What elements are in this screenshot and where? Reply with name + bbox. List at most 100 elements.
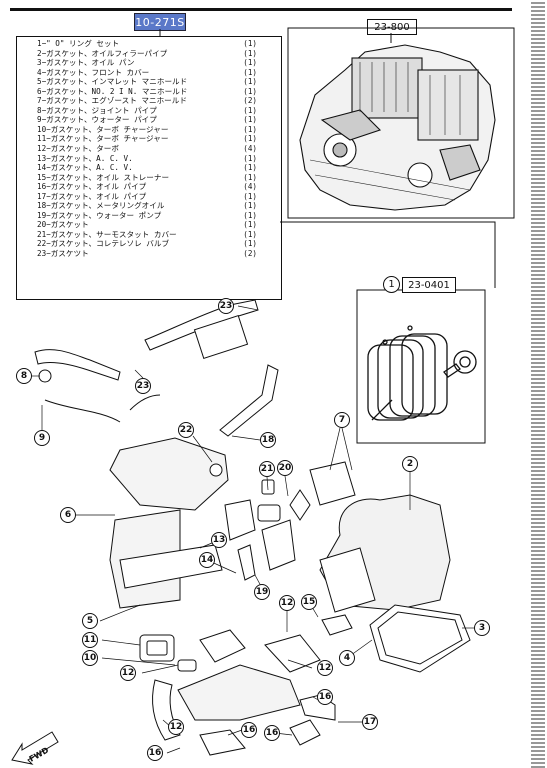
parts-list-row: 20−ガスケット(1) [17, 220, 281, 230]
part-qty: (2) [243, 96, 257, 106]
part-qty: (1) [243, 67, 257, 77]
parts-list-row: 2−ガスケット、オイルフィラーパイプ(1) [17, 49, 281, 59]
header-rule [10, 8, 512, 11]
parts-list-row: 14−ガスケット、A. C. V. (1) [17, 163, 281, 173]
callout-12[interactable]: 12 [168, 719, 184, 735]
part-qty: (1) [243, 163, 257, 173]
page-edge-border [531, 0, 545, 768]
subassembly-callout[interactable]: 1 [383, 276, 400, 293]
parts-list-row: 10−ガスケット、ターボ チャージャー (1) [17, 125, 281, 135]
part-qty: (1) [243, 172, 257, 182]
part-label: 2−ガスケット、オイルフィラーパイプ [37, 48, 168, 58]
part-qty: (1) [243, 153, 257, 163]
part-label: 19−ガスケット、ウォーター ポンプ [37, 210, 162, 220]
callout-17[interactable]: 17 [362, 714, 378, 730]
part-label: 3−ガスケット、オイル パン [37, 58, 135, 68]
parts-list-row: 13−ガスケット、A. C. V.(1) [17, 154, 281, 164]
part-qty: (4) [243, 182, 257, 192]
part-label: 17−ガスケット、オイル パイプ [37, 191, 147, 201]
parts-list-row: 3−ガスケット、オイル パン (1) [17, 58, 281, 68]
callout-22[interactable]: 22 [178, 422, 194, 438]
callout-20[interactable]: 20 [277, 460, 293, 476]
part-label: 1−" O" リング セット [37, 39, 120, 48]
callout-18[interactable]: 18 [260, 432, 276, 448]
part-qty: (1) [243, 210, 257, 220]
parts-list-row: 18−ガスケット、メータリングオイル (1) [17, 201, 281, 211]
callout-3[interactable]: 3 [474, 620, 490, 636]
callout-13[interactable]: 13 [211, 532, 227, 548]
parts-list-row: 12−ガスケット、ターボ (4) [17, 144, 281, 154]
part-qty: (1) [243, 239, 257, 249]
callout-12[interactable]: 12 [279, 595, 295, 611]
parts-list-row: 22−ガスケット、コレテレソレ バルブ (1) [17, 239, 281, 249]
assembly-ref-label[interactable]: 23-800 [367, 19, 417, 35]
part-label: 15−ガスケット、オイル ストレーナー [37, 172, 170, 182]
callout-12[interactable]: 12 [120, 665, 136, 681]
callout-11[interactable]: 11 [82, 632, 98, 648]
part-label: 10−ガスケット、ターボ チャージャー [37, 124, 169, 134]
parts-list-row: 15−ガスケット、オイル ストレーナー (1) [17, 173, 281, 183]
part-label: 11−ガスケット、ターボ チャージャー [37, 134, 169, 144]
callout-5[interactable]: 5 [82, 613, 98, 629]
part-qty: (1) [243, 229, 257, 239]
part-qty: (1) [243, 105, 257, 115]
gasket-parts [34, 299, 471, 756]
callout-16[interactable]: 16 [264, 725, 280, 741]
callout-2[interactable]: 2 [402, 456, 418, 472]
callout-4[interactable]: 4 [339, 650, 355, 666]
parts-list-table: 1−" O" リング セット(1)2−ガスケット、オイルフィラーパイプ(1)3−… [16, 36, 282, 300]
part-qty: (1) [243, 86, 257, 96]
subassembly-ref-label[interactable]: 23-0401 [402, 277, 456, 293]
callout-23[interactable]: 23 [218, 298, 234, 314]
callout-16[interactable]: 16 [241, 722, 257, 738]
part-label: 23−ガスケツト [37, 249, 89, 259]
parts-list-row: 11−ガスケット、ターボ チャージャー (1) [17, 134, 281, 144]
part-qty: (1) [243, 220, 257, 230]
parts-list-row: 17−ガスケット、オイル パイプ(1) [17, 192, 281, 202]
part-qty: (2) [243, 249, 257, 259]
part-label: 14−ガスケット、A. C. V. [37, 163, 133, 173]
part-qty: (1) [243, 77, 257, 87]
callout-7[interactable]: 7 [334, 412, 350, 428]
callout-12[interactable]: 12 [317, 660, 333, 676]
parts-list-row: 4−ガスケット、フロント カバー(1) [17, 68, 281, 78]
callout-19[interactable]: 19 [254, 584, 270, 600]
callout-15[interactable]: 15 [301, 594, 317, 610]
callout-16[interactable]: 16 [317, 689, 333, 705]
callout-8[interactable]: 8 [16, 368, 32, 384]
part-qty: (4) [243, 144, 257, 154]
callout-14[interactable]: 14 [199, 552, 215, 568]
parts-list-row: 1−" O" リング セット (1) [17, 39, 281, 49]
callout-9[interactable]: 9 [34, 430, 50, 446]
parts-list-row: 23−ガスケツト (2) [17, 249, 281, 259]
fwd-arrow-icon: FWD [11, 731, 59, 765]
callout-21[interactable]: 21 [259, 461, 275, 477]
part-label: 12−ガスケット、ターボ [37, 144, 119, 154]
part-label: 9−ガスケット、ウォーター パイプ [37, 115, 157, 125]
part-qty: (1) [243, 39, 257, 48]
parts-list-row: 19−ガスケット、ウォーター ポンプ (1) [17, 211, 281, 221]
part-qty: (1) [243, 124, 257, 134]
engine-assembly-frame [287, 27, 515, 219]
part-label: 8−ガスケット、ジョイント パイプ [37, 105, 157, 115]
part-label: 6−ガスケット、NO. 2 I N. マニホールド [37, 86, 188, 96]
part-qty: (1) [243, 201, 257, 211]
part-qty: (1) [243, 134, 257, 144]
part-label: 21−ガスケット、サーモスタット カバー [37, 229, 177, 239]
parts-list-row: 9−ガスケット、ウォーター パイプ(1) [17, 115, 281, 125]
part-label: 7−ガスケット、エグゾースト マニホールド [37, 96, 187, 106]
parts-list-row: 21−ガスケット、サーモスタット カバー (1) [17, 230, 281, 240]
parts-list: 1−" O" リング セット(1)2−ガスケット、オイルフィラーパイプ(1)3−… [17, 37, 281, 259]
callout-16[interactable]: 16 [147, 745, 163, 761]
callout-10[interactable]: 10 [82, 650, 98, 666]
part-label: 18−ガスケット、メータリングオイル [37, 201, 165, 211]
parts-list-row: 5−ガスケット、インマレット マニホールド(1) [17, 77, 281, 87]
part-label: 16−ガスケット、オイル パイプ [37, 182, 147, 192]
o-ring-set [367, 325, 477, 421]
engine-assembly [299, 44, 496, 211]
callout-6[interactable]: 6 [60, 507, 76, 523]
part-label: 22−ガスケット、コレテレソレ バルブ [37, 239, 170, 249]
callout-23[interactable]: 23 [135, 378, 151, 394]
part-qty: (1) [243, 58, 257, 68]
